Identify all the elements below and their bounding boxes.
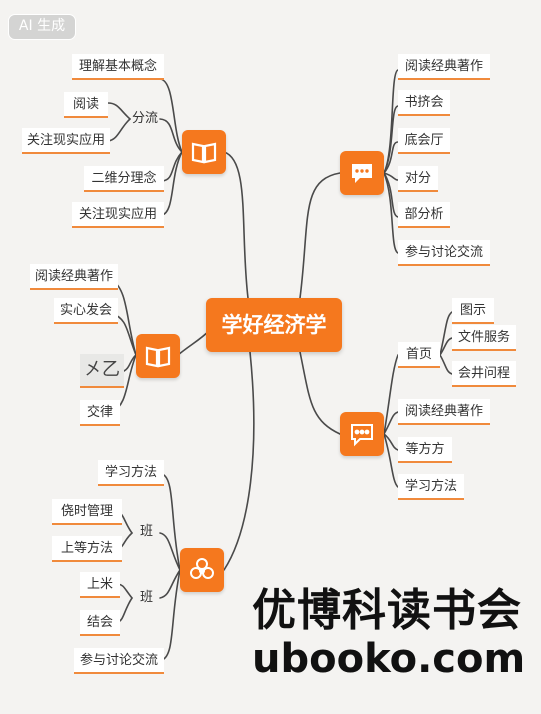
label-split: 分流 bbox=[132, 111, 159, 126]
node-book-club[interactable]: 书挤会 bbox=[398, 90, 450, 116]
node-home[interactable]: 首页 bbox=[398, 342, 440, 368]
label-class-2: 班 bbox=[140, 590, 154, 605]
chat-icon[interactable] bbox=[340, 151, 384, 195]
flower-icon[interactable] bbox=[180, 548, 224, 592]
central-topic[interactable]: 学好经济学 bbox=[206, 298, 342, 352]
node-file-service[interactable]: 文件服务 bbox=[452, 325, 516, 351]
ai-generated-badge: AI 生成 bbox=[8, 14, 76, 40]
node-analysis[interactable]: 部分析 bbox=[398, 202, 450, 228]
node-rice[interactable]: 上米 bbox=[80, 572, 120, 598]
node-study-methods-2[interactable]: 学习方法 bbox=[98, 460, 164, 486]
node-upper-methods[interactable]: 上等方法 bbox=[52, 536, 122, 562]
node-two-dimension[interactable]: 二维分理念 bbox=[84, 166, 164, 192]
chat-icon[interactable] bbox=[340, 412, 384, 456]
node-classic-works[interactable]: 阅读经典著作 bbox=[398, 54, 490, 80]
node-process[interactable]: 会井问程 bbox=[452, 361, 516, 387]
node-classic-works-2[interactable]: 阅读经典著作 bbox=[30, 264, 118, 290]
node-real-world[interactable]: 关注现实应用 bbox=[22, 128, 110, 154]
node-hall[interactable]: 底会厅 bbox=[398, 128, 450, 154]
node-methods[interactable]: 等方方 bbox=[398, 437, 452, 463]
watermark-title: 优博科读书会 bbox=[252, 585, 522, 636]
watermark-url: ubooko.com bbox=[252, 636, 526, 682]
node-discussion-2[interactable]: 参与讨论交流 bbox=[74, 648, 164, 674]
node-understand-concepts[interactable]: 理解基本概念 bbox=[72, 54, 164, 80]
book-icon[interactable] bbox=[182, 130, 226, 174]
node-pair[interactable]: 对分 bbox=[398, 166, 438, 192]
node-illustration[interactable]: 图示 bbox=[452, 298, 494, 324]
node-study-methods[interactable]: 学习方法 bbox=[398, 474, 464, 500]
label-class-1: 班 bbox=[140, 524, 154, 539]
node-combine[interactable]: 结会 bbox=[80, 610, 120, 636]
node-glyph[interactable]: 㐅乙 bbox=[80, 354, 124, 388]
node-practice[interactable]: 实心发会 bbox=[54, 298, 118, 324]
node-reading[interactable]: 阅读 bbox=[64, 92, 108, 118]
node-exchange[interactable]: 交律 bbox=[80, 400, 120, 426]
node-real-world-2[interactable]: 关注现实应用 bbox=[72, 202, 164, 228]
node-time-management[interactable]: 侥时管理 bbox=[52, 499, 122, 525]
node-classic-works-3[interactable]: 阅读经典著作 bbox=[398, 399, 490, 425]
node-discussion[interactable]: 参与讨论交流 bbox=[398, 240, 490, 266]
book-icon[interactable] bbox=[136, 334, 180, 378]
